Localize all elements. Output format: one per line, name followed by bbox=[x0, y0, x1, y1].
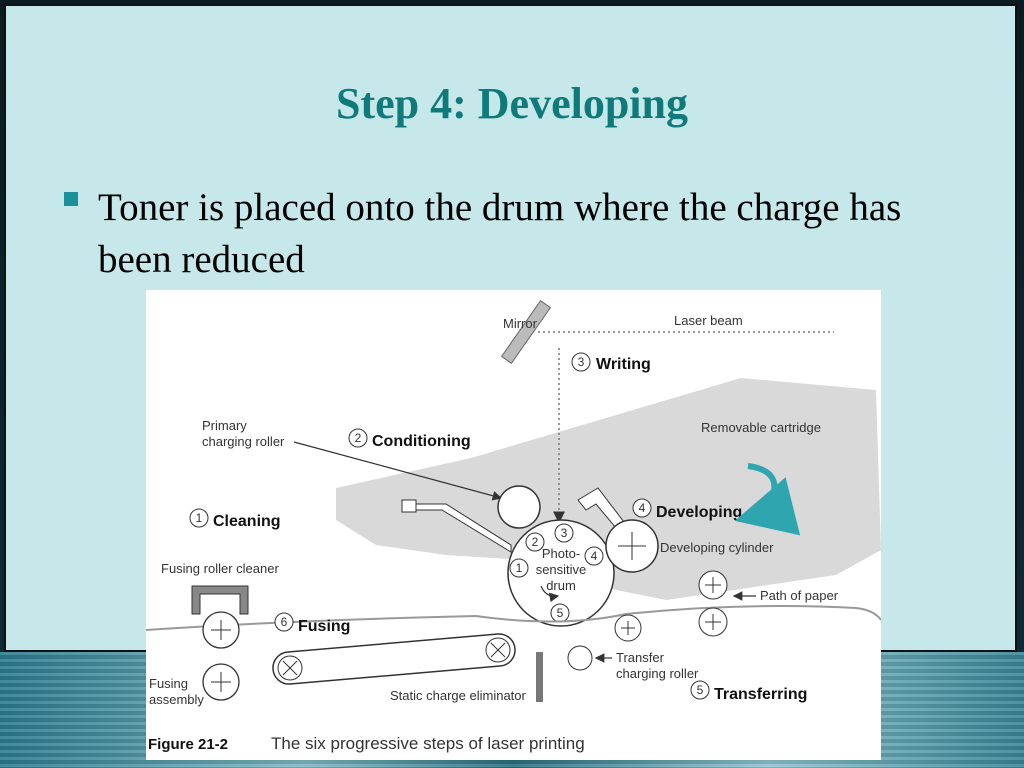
static-charge-eliminator bbox=[536, 652, 543, 702]
figure-caption-id: Figure 21-2 bbox=[148, 736, 228, 753]
square-bullet-icon bbox=[64, 192, 78, 206]
figure-caption-text: The six progressive steps of laser print… bbox=[271, 734, 585, 753]
drum-label-1: Photo- bbox=[542, 546, 580, 561]
step-4-circle bbox=[632, 498, 652, 518]
step-3-label: Writing bbox=[596, 356, 651, 373]
drum-marker-5-number: 5 bbox=[557, 606, 564, 620]
belt-roller-left-x-2 bbox=[282, 660, 298, 676]
belt-roller-right-x-2 bbox=[490, 642, 506, 658]
step-6-number: 6 bbox=[281, 615, 288, 629]
fusing-roller-cleaner-label: Fusing roller cleaner bbox=[161, 561, 279, 576]
developing-highlight-arrow bbox=[734, 463, 801, 536]
drum-marker-3-number: 3 bbox=[561, 526, 568, 540]
static-charge-eliminator-label: Static charge eliminator bbox=[390, 688, 527, 703]
transfer-roller-label-1: Transfer bbox=[616, 650, 665, 665]
removable-cartridge-shape bbox=[336, 378, 881, 600]
step-3-circle bbox=[571, 352, 591, 372]
drum-step-markers: 1 2 3 4 5 bbox=[509, 523, 604, 623]
transfer-roller-label-2: charging roller bbox=[616, 666, 699, 681]
primary-charging-roller-label-2: charging roller bbox=[202, 434, 285, 449]
step-6-label: Fusing bbox=[298, 618, 350, 635]
drum-label-2: sensitive bbox=[536, 562, 587, 577]
transport-belt bbox=[272, 633, 516, 685]
cleaning-blade-block bbox=[401, 499, 417, 513]
transfer-charging-roller bbox=[567, 645, 593, 671]
drum-marker-2-number: 2 bbox=[532, 535, 539, 549]
step-2-circle bbox=[348, 428, 368, 448]
bullet-text: Toner is placed onto the drum where the … bbox=[98, 186, 902, 281]
laser-beam-label: Laser beam bbox=[674, 313, 743, 328]
step-1-circle bbox=[189, 508, 209, 528]
cleaning-blade bbox=[415, 503, 512, 553]
drum-marker-4 bbox=[584, 546, 604, 566]
drum-marker-1 bbox=[509, 558, 529, 578]
primary-charging-roller-label-1: Primary bbox=[202, 418, 247, 433]
mirror bbox=[500, 300, 552, 364]
fusing-assembly-label-2: assembly bbox=[149, 692, 204, 707]
step-4-label: Developing bbox=[656, 504, 742, 521]
drum-marker-3 bbox=[554, 523, 574, 543]
step-5-label: Transferring bbox=[714, 686, 807, 703]
step-6-circle bbox=[274, 612, 294, 632]
laser-printing-figure: Mirror Laser beam 3 Writing Removable ca… bbox=[146, 290, 881, 760]
primary-charging-roller bbox=[497, 485, 541, 529]
step-3-number: 3 bbox=[578, 355, 585, 369]
path-of-paper-label: Path of paper bbox=[760, 588, 839, 603]
removable-cartridge-label: Removable cartridge bbox=[701, 420, 821, 435]
step-2-label: Conditioning bbox=[372, 433, 471, 450]
developing-cylinder-label: Developing cylinder bbox=[660, 540, 774, 555]
step-1-label: Cleaning bbox=[213, 513, 281, 530]
drum-marker-2 bbox=[525, 532, 545, 552]
drum-rotation-arrow bbox=[540, 585, 560, 603]
step-5-number: 5 bbox=[697, 683, 704, 697]
paper-path bbox=[146, 605, 881, 631]
mirror-label: Mirror bbox=[503, 316, 538, 331]
drum-marker-1-number: 1 bbox=[516, 561, 523, 575]
slide-title: Step 4: Developing bbox=[336, 79, 688, 128]
step-5-circle bbox=[690, 680, 710, 700]
step-4-number: 4 bbox=[639, 501, 646, 515]
laser-printer-diagram: Mirror Laser beam 3 Writing Removable ca… bbox=[146, 300, 881, 753]
drum-label-3: drum bbox=[546, 578, 576, 593]
step-2-number: 2 bbox=[355, 431, 362, 445]
fusing-roller-cleaner bbox=[191, 585, 249, 615]
drum-marker-4-number: 4 bbox=[591, 549, 598, 563]
fusing-assembly-label-1: Fusing bbox=[149, 676, 188, 691]
step-1-number: 1 bbox=[196, 511, 203, 525]
primary-roller-pointer bbox=[293, 441, 503, 501]
